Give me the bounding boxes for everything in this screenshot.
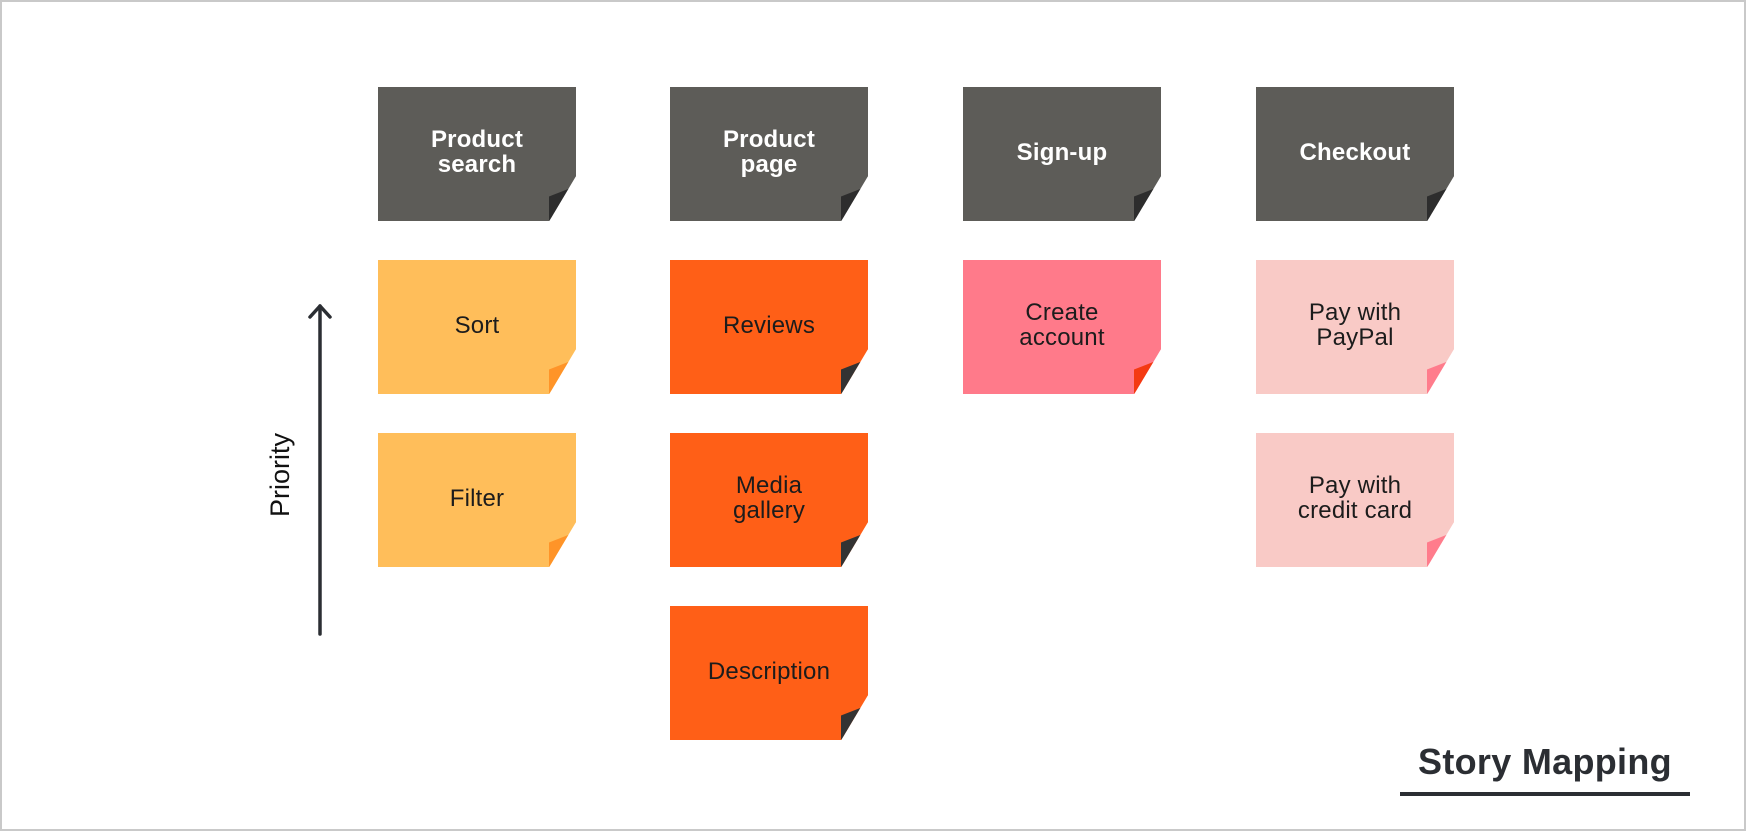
header-note-product-page: Product page xyxy=(670,87,868,221)
story-note-create-account: Create account xyxy=(963,260,1161,394)
header-label: Sign-up xyxy=(1016,138,1108,166)
header-label: Checkout xyxy=(1299,138,1411,166)
story-label: Sort xyxy=(454,311,500,339)
story-note-filter: Filter xyxy=(378,433,576,567)
story-note-pay-with-paypal: Pay with PayPal xyxy=(1256,260,1454,394)
priority-arrow-icon xyxy=(308,304,332,636)
story-note-media-gallery: Media gallery xyxy=(670,433,868,567)
header-label: Product page xyxy=(722,126,816,178)
story-label: Filter xyxy=(449,484,505,512)
header-label: Product search xyxy=(430,126,524,178)
story-note-reviews: Reviews xyxy=(670,260,868,394)
story-label: Media gallery xyxy=(732,472,806,524)
header-note-sign-up: Sign-up xyxy=(963,87,1161,221)
story-label: Pay with PayPal xyxy=(1308,299,1402,351)
priority-axis-label: Priority xyxy=(265,433,295,518)
story-label: Create account xyxy=(1019,299,1105,351)
header-note-product-search: Product search xyxy=(378,87,576,221)
header-note-checkout: Checkout xyxy=(1256,87,1454,221)
story-note-pay-with-credit-card: Pay with credit card xyxy=(1256,433,1454,567)
story-label: Pay with credit card xyxy=(1297,472,1413,524)
page-title: Story Mapping xyxy=(1400,740,1690,796)
story-label: Reviews xyxy=(722,311,816,339)
story-label: Description xyxy=(707,657,831,685)
story-note-description: Description xyxy=(670,606,868,740)
story-note-sort: Sort xyxy=(378,260,576,394)
